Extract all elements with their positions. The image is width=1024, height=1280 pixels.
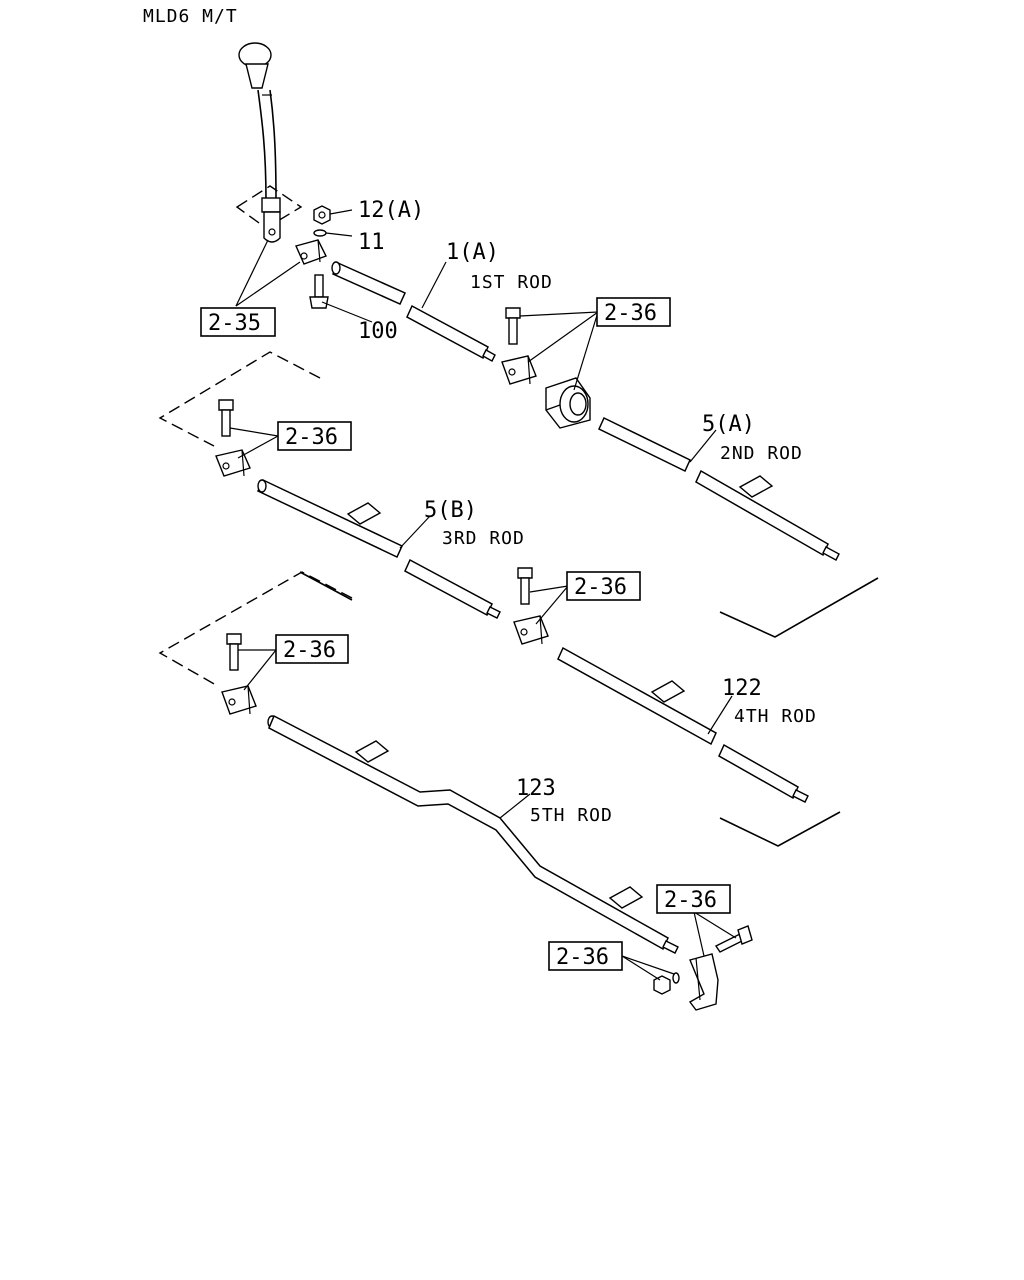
ref-box-2-36-fifth[interactable]: 2-36 [656,884,731,914]
bolt-5th-rod-start [226,633,242,671]
ref-box-2-36-second[interactable]: 2-36 [277,421,352,451]
bolt-3rd-rod-start [218,399,234,437]
ref-box-2-36-fifth-label: 2-36 [664,888,717,913]
nut-12a [313,205,331,225]
label-11: 11 [358,230,385,255]
label-4th-rod: 4TH ROD [734,706,817,727]
third-rod-outline [158,351,321,447]
ref-box-2-35-label: 2-35 [208,311,261,336]
ref-box-2-36-fourth-label: 2-36 [283,638,336,663]
ref-box-2-36-third[interactable]: 2-36 [566,571,641,601]
label-1st-rod: 1ST ROD [470,272,553,293]
ref-box-2-36-sixth[interactable]: 2-36 [548,941,623,971]
ref-box-2-36-second-label: 2-36 [285,425,338,450]
bolt-3rd-rod-end [517,567,533,605]
ref-box-2-36-sixth-label: 2-36 [556,945,609,970]
fourth-rod [557,646,809,803]
fourth-rod-outline [719,811,841,847]
washer-11 [313,229,327,237]
bolt-100 [309,274,329,309]
label-12a: 12(A) [358,198,424,223]
label-123: 123 [516,776,556,801]
shift-lever [235,42,303,243]
ref-box-2-36-third-label: 2-36 [574,575,627,600]
bellcrank-housing [545,377,591,429]
joint-5th-rod-start [221,685,257,715]
nut-bracket [653,972,680,995]
label-122: 122 [722,676,762,701]
fifth-rod [267,714,679,954]
third-rod-outline-end [299,571,353,601]
ref-box-2-35[interactable]: 2-35 [200,307,276,337]
bolt-1st-rod [505,307,521,345]
fifth-rod-outline [158,571,353,686]
second-rod [598,416,840,561]
label-5th-rod: 5TH ROD [530,805,613,826]
leader-lines [229,209,737,981]
ref-box-2-36-fourth[interactable]: 2-36 [275,634,349,664]
bracket [688,953,719,1011]
ref-box-2-36-first[interactable]: 2-36 [596,297,671,327]
label-2nd-rod: 2ND ROD [720,443,803,464]
label-5a: 5(A) [702,412,755,437]
lever-joint [295,239,327,265]
label-1a: 1(A) [446,240,499,265]
label-5b: 5(B) [424,498,477,523]
second-rod-outline [719,577,879,638]
bolt-bracket [714,925,753,953]
joint-3rd-rod-end [513,615,549,645]
first-rod [331,261,496,362]
ref-box-2-36-first-label: 2-36 [604,301,657,326]
diagram-title: MLD6 M/T [143,6,238,27]
label-100: 100 [358,319,398,344]
label-3rd-rod: 3RD ROD [442,528,525,549]
third-rod [257,478,501,619]
joint-1st-rod [501,355,537,385]
